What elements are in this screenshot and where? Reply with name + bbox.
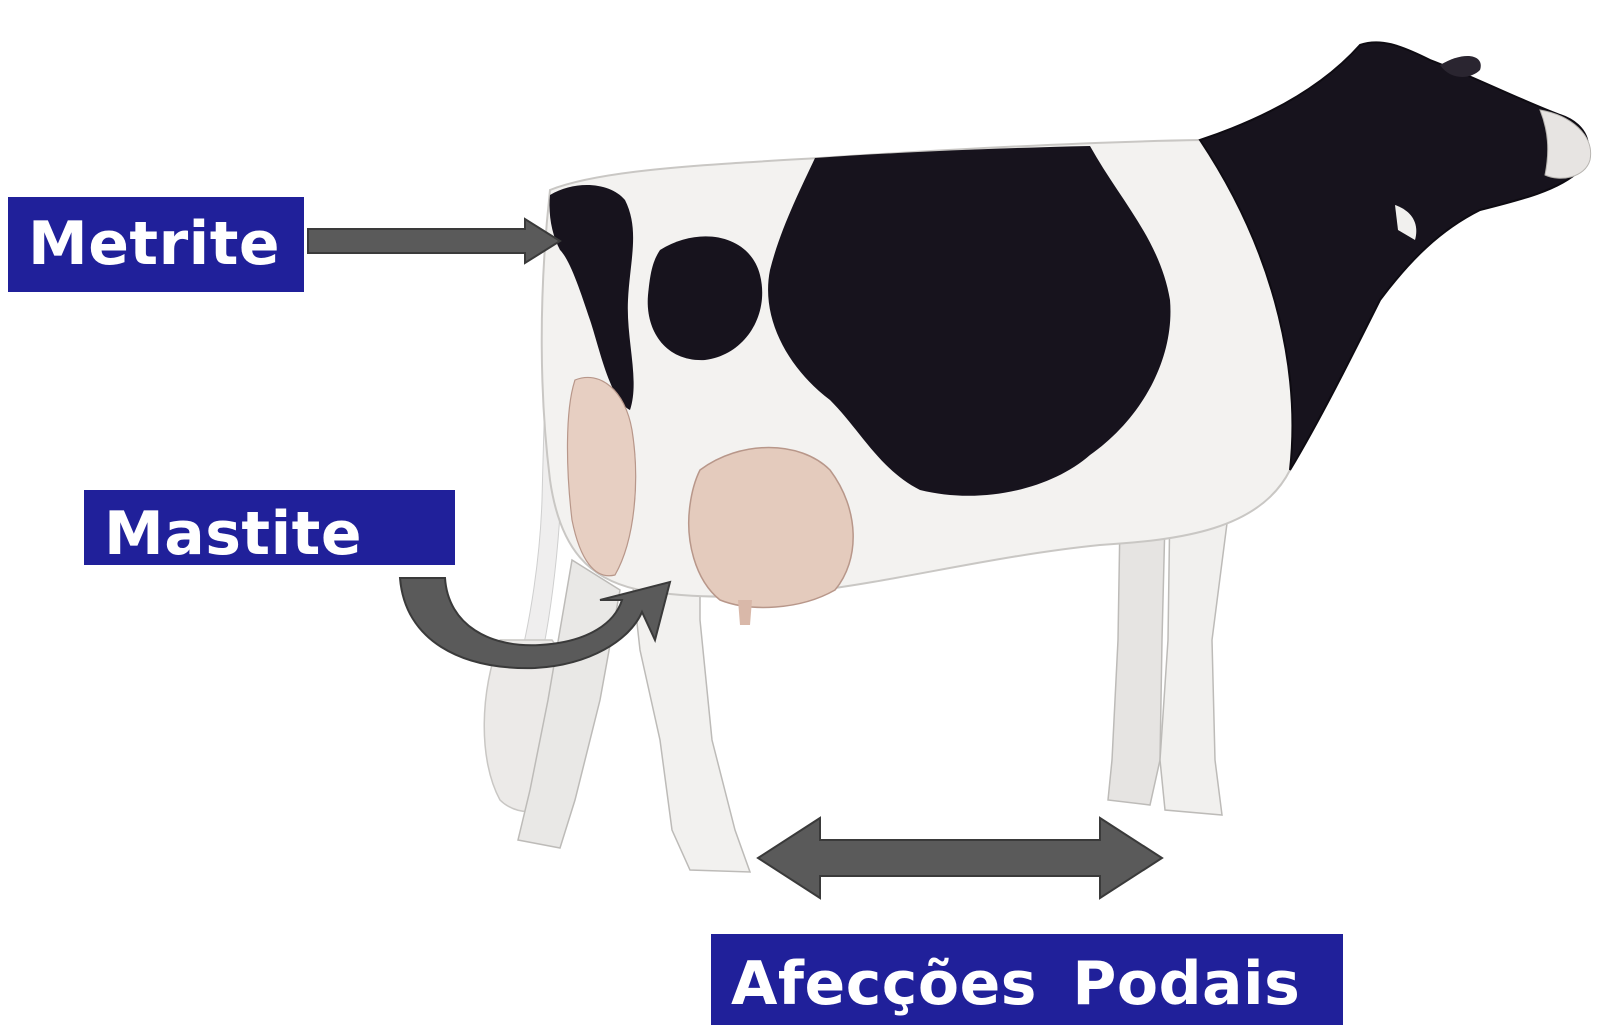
cow-illustration bbox=[483, 41, 1592, 873]
mastite-label: Mastite bbox=[84, 490, 455, 569]
metrite-label: Metrite bbox=[8, 197, 304, 292]
cow-neck-stripe bbox=[1395, 205, 1417, 240]
cow-near-front-leg bbox=[1159, 499, 1231, 816]
cow-far-front-leg bbox=[1107, 519, 1166, 806]
metrite-arrow bbox=[307, 217, 562, 265]
cow-ear bbox=[1440, 55, 1481, 77]
cow-spot-flank bbox=[647, 236, 763, 361]
mastite-arrow bbox=[398, 577, 672, 670]
afeccoes-podais-label: Afecções Podais bbox=[711, 934, 1343, 1025]
cow-spot-large bbox=[768, 146, 1171, 496]
podais-double-arrow bbox=[756, 816, 1164, 900]
cow-udder bbox=[688, 446, 854, 609]
cow-muzzle bbox=[1539, 109, 1592, 179]
cow-rear-udder bbox=[566, 376, 637, 577]
cow-spot-rump bbox=[549, 184, 634, 410]
cow-near-hind-leg bbox=[629, 559, 752, 873]
cow-teat bbox=[738, 600, 752, 625]
cow-neck-head bbox=[1198, 41, 1590, 471]
